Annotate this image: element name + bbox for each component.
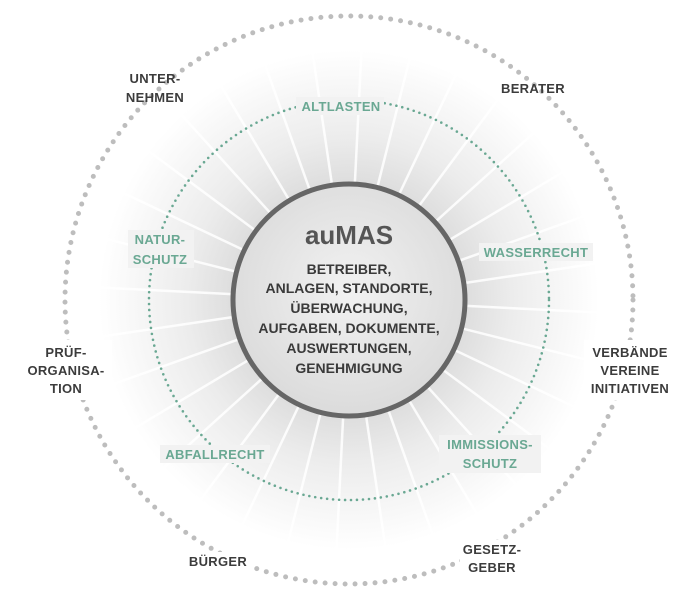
hub-line-2: ANLAGEN, STANDORTE,	[266, 280, 433, 296]
spoke-line	[219, 84, 294, 207]
svg-text:WASSERRECHT: WASSERRECHT	[484, 245, 588, 260]
svg-text:NEHMEN: NEHMEN	[126, 90, 184, 105]
spoke-line	[455, 325, 592, 363]
spoke-line	[429, 131, 536, 228]
outer-label-pruef-organisation: PRÜF- ORGANISA- TION	[27, 340, 112, 400]
spokes	[99, 50, 599, 550]
spoke-line	[384, 403, 435, 536]
spoke-line	[180, 113, 277, 220]
spoke-line	[458, 304, 599, 314]
svg-text:PRÜF-: PRÜF-	[45, 345, 86, 360]
outer-dotted-ring	[62, 13, 636, 587]
spoke-line	[122, 191, 251, 255]
outer-label-buerger: BÜRGER	[186, 552, 250, 570]
hub-line-3: ÜBERWACHUNG,	[290, 300, 407, 316]
svg-text:SCHUTZ: SCHUTZ	[463, 456, 518, 471]
spoke-line	[99, 286, 240, 296]
spoke-line	[335, 409, 345, 550]
outer-label-verbaende: VERBÄNDE VEREINE INITIATIVEN	[584, 340, 678, 400]
spoke-line	[133, 355, 256, 430]
svg-text:ORGANISA-: ORGANISA-	[27, 363, 104, 378]
outer-label-unternehmen: UNTER- NEHMEN	[126, 71, 184, 105]
svg-text:BERATER: BERATER	[501, 81, 565, 96]
spoke-line	[452, 214, 585, 265]
spoke-line	[286, 406, 324, 543]
spoke-line	[363, 408, 387, 548]
spoke-line	[374, 57, 412, 194]
spoke-line	[240, 398, 304, 527]
svg-text:NATUR-: NATUR-	[135, 232, 186, 247]
svg-text:ABFALLRECHT: ABFALLRECHT	[165, 447, 264, 462]
svg-text:INITIATIVEN: INITIATIVEN	[591, 381, 669, 396]
spoke-line	[442, 170, 565, 245]
spoke-line	[311, 52, 335, 192]
svg-text:GESETZ-: GESETZ-	[463, 542, 521, 557]
svg-text:VERBÄNDE: VERBÄNDE	[592, 345, 667, 360]
svg-text:VEREINE: VEREINE	[600, 363, 659, 378]
spoke-line	[101, 314, 241, 338]
svg-text:IMMISSIONS-: IMMISSIONS-	[447, 437, 533, 452]
spoke-line	[113, 335, 246, 386]
inner-label-altlasten: ALTLASTEN	[296, 97, 384, 115]
svg-text:BÜRGER: BÜRGER	[189, 554, 247, 569]
inner-label-immissionsschutz: IMMISSIONS- SCHUTZ	[439, 435, 541, 473]
hub-line-4: AUFGABEN, DOKUMENTE,	[258, 320, 439, 336]
spoke-line	[457, 262, 597, 286]
spoke-line	[353, 50, 363, 191]
outer-label-gesetzgeber: GESETZ- GEBER	[460, 540, 526, 578]
outer-label-berater: BERATER	[501, 81, 565, 96]
inner-label-wasserrecht: WASSERRECHT	[479, 243, 593, 261]
spoke-line	[147, 149, 262, 236]
hub-circle	[230, 181, 468, 419]
hub-line-5: AUSWERTUNGEN,	[286, 340, 411, 356]
svg-text:TION: TION	[50, 381, 82, 396]
svg-text:SCHUTZ: SCHUTZ	[133, 252, 188, 267]
spoke-line	[447, 345, 576, 409]
inner-label-abfallrecht: ABFALLRECHT	[160, 445, 270, 463]
spoke-line	[263, 64, 314, 197]
inner-label-naturschutz: NATUR- SCHUTZ	[128, 230, 194, 268]
svg-text:ALTLASTEN: ALTLASTEN	[301, 99, 380, 114]
spoke-line	[198, 387, 285, 502]
hub-title: auMAS	[305, 220, 393, 250]
hub-line-6: GENEHMIGUNG	[295, 360, 402, 376]
spoke-line	[394, 73, 458, 202]
hub-line-1: BETREIBER,	[307, 261, 392, 277]
svg-text:UNTER-: UNTER-	[130, 71, 181, 86]
spoke-line	[413, 98, 500, 213]
svg-text:GEBER: GEBER	[468, 560, 516, 575]
